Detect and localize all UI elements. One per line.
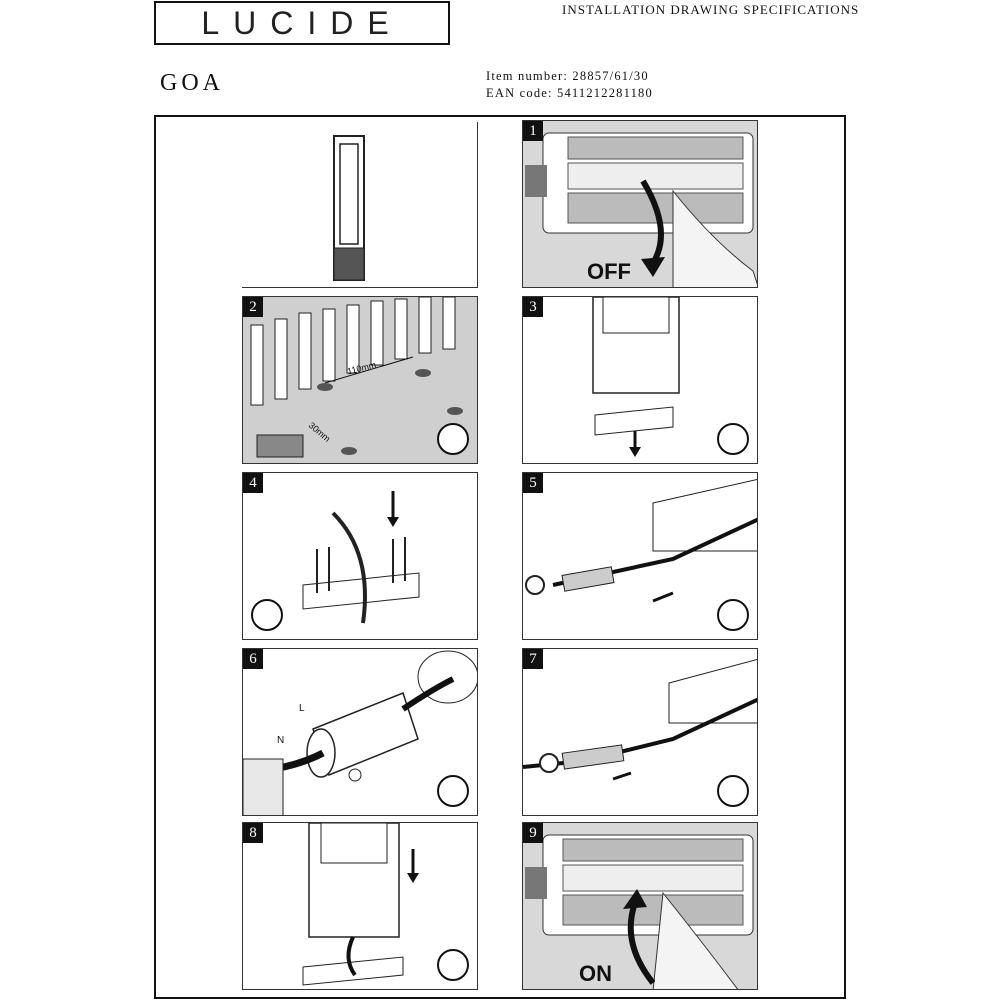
spec-title: INSTALLATION DRAWING SPECIFICATIONS <box>562 2 860 17</box>
base-mount-drawing <box>302 491 420 624</box>
lucide-logo: LUCIDE <box>154 1 450 45</box>
screwdriver-icon <box>717 423 749 455</box>
panel-step-4: 4 <box>242 472 478 640</box>
item-number: Item number: 28857/61/30 <box>486 69 649 83</box>
on-label: ON <box>579 961 612 986</box>
off-label: OFF <box>587 259 631 284</box>
product-name: GOA <box>160 70 224 96</box>
bollard-fit-drawing <box>302 823 419 986</box>
label-neutral: N <box>277 735 285 746</box>
breaker-on-drawing <box>523 823 757 989</box>
connector-drawing <box>525 478 757 603</box>
step-number: 9 <box>523 823 543 843</box>
panel-step-6: 6 L N <box>242 648 478 816</box>
panel-step-8: 8 <box>242 822 478 990</box>
panel-step-5: 5 <box>522 472 758 640</box>
bollard-drawing <box>333 135 365 281</box>
panel-step-7: 7 <box>522 648 758 816</box>
step-number: 6 <box>243 649 263 669</box>
ean-code: EAN code: 5411212281180 <box>486 86 653 100</box>
panel-step-3: 3 <box>522 296 758 464</box>
product-meta: Item number: 28857/61/30 EAN code: 54112… <box>486 68 653 102</box>
label-live: L <box>299 703 305 714</box>
panel-step-2: 2 110mm 30mm <box>242 296 478 464</box>
screwdriver-icon <box>717 775 749 807</box>
logo-text: LUCIDE <box>201 5 403 41</box>
screwdriver-icon <box>437 775 469 807</box>
screwdriver-icon <box>251 599 283 631</box>
step-number: 4 <box>243 473 263 493</box>
drilling-drawing <box>243 297 477 463</box>
panel-step-9: 9 ON <box>522 822 758 990</box>
step-number: 5 <box>523 473 543 493</box>
step-number: 2 <box>243 297 263 317</box>
panel-step-1: 1 OFF <box>522 120 758 288</box>
step-number: 1 <box>523 121 543 141</box>
step-number: 3 <box>523 297 543 317</box>
breaker-off-drawing <box>523 121 757 287</box>
screwdriver-icon <box>437 423 469 455</box>
wiring-drawing <box>243 650 477 815</box>
screwdriver-icon <box>717 599 749 631</box>
step-number: 8 <box>243 823 263 843</box>
connector-assemble-drawing <box>523 659 757 781</box>
drawing-frame <box>154 115 846 999</box>
screwdriver-icon <box>437 949 469 981</box>
panel-product <box>242 122 478 288</box>
step-number: 7 <box>523 649 543 669</box>
bollard-remove-drawing <box>592 297 680 457</box>
